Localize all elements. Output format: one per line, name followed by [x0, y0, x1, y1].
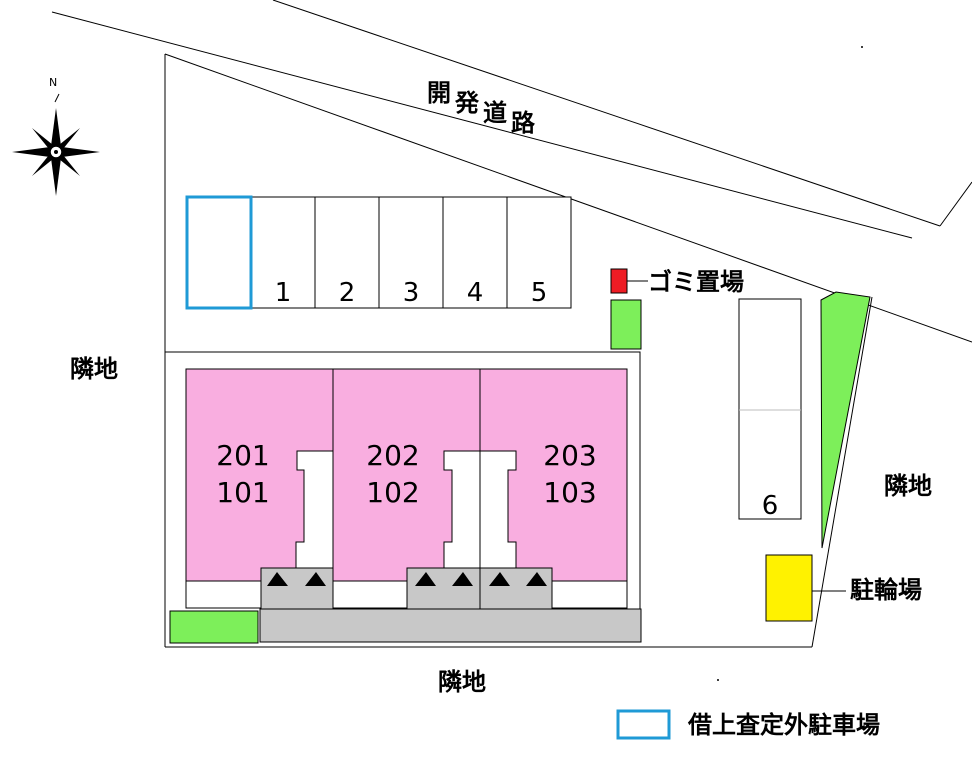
parking-row: 712345 — [185, 195, 572, 310]
entry-arrow-icon — [415, 572, 436, 586]
unit-block — [185, 368, 628, 582]
parking-space-2 — [314, 196, 380, 309]
road-label-4: 路 — [511, 108, 536, 137]
unit-number-lower: 101 — [216, 476, 269, 509]
bicycle-parking — [765, 554, 813, 622]
neighbor-label-left: 隣地 — [70, 354, 118, 383]
garbage-area — [610, 268, 628, 294]
parking-space-6 — [738, 298, 802, 520]
entrance-pad — [260, 567, 334, 610]
parking-space-7 — [185, 195, 253, 310]
neighbor-label-right: 隣地 — [884, 471, 932, 500]
unit-number-upper: 202 — [366, 439, 419, 472]
unit-number-upper: 201 — [216, 439, 269, 472]
entry-recess — [295, 450, 334, 570]
unit-number-upper: 203 — [543, 439, 596, 472]
road-edge-line — [272, 0, 941, 227]
entry-arrow-icon — [452, 572, 473, 586]
entry-arrow-icon — [267, 572, 288, 586]
unit-number-lower: 102 — [366, 476, 419, 509]
compass-north-label: N — [49, 76, 57, 89]
unit-front-strip — [551, 580, 628, 609]
parking-number-6: 6 — [762, 491, 779, 521]
road-label-2: 発 — [454, 88, 480, 117]
paved-walkway — [259, 608, 642, 643]
parking-number-2: 2 — [339, 278, 356, 308]
parking-space-5 — [506, 196, 572, 309]
stray-dot — [717, 679, 719, 681]
unit-number-lower: 103 — [543, 476, 596, 509]
legend-swatch — [616, 709, 671, 740]
entry-arrow-icon — [489, 572, 510, 586]
entry-arrow-icon — [305, 572, 326, 586]
road-label-1: 開 — [427, 78, 451, 107]
green-strip — [820, 291, 871, 549]
road-edge-line — [939, 181, 972, 227]
unit-front-strip — [185, 580, 262, 609]
entrance-pad — [406, 567, 481, 610]
legend-label: 借上査定外駐車場 — [687, 710, 880, 739]
neighbor-label-bottom: 隣地 — [438, 667, 486, 696]
parking-number-3: 3 — [403, 278, 420, 308]
parking-number-4: 4 — [467, 278, 484, 308]
entry-arrow-icon — [526, 572, 547, 586]
building-outline — [165, 351, 641, 641]
green-area — [610, 299, 642, 350]
parking-space-4 — [442, 196, 508, 309]
bicycle-label: 駐輪場 — [850, 575, 922, 604]
green-area — [169, 610, 259, 644]
parking-number-5: 5 — [531, 278, 548, 308]
garbage-label: ゴミ置場 — [648, 267, 744, 296]
site-boundary-right — [811, 296, 873, 648]
road-dot — [861, 46, 863, 48]
unit-front-strip — [332, 580, 408, 609]
road-edge-line — [51, 11, 913, 239]
compass-icon — [12, 93, 100, 196]
road-label-3: 道 — [483, 98, 507, 127]
parking-number-1: 1 — [275, 278, 292, 308]
parking-space-3 — [378, 196, 444, 309]
entrance-pad — [479, 567, 553, 610]
